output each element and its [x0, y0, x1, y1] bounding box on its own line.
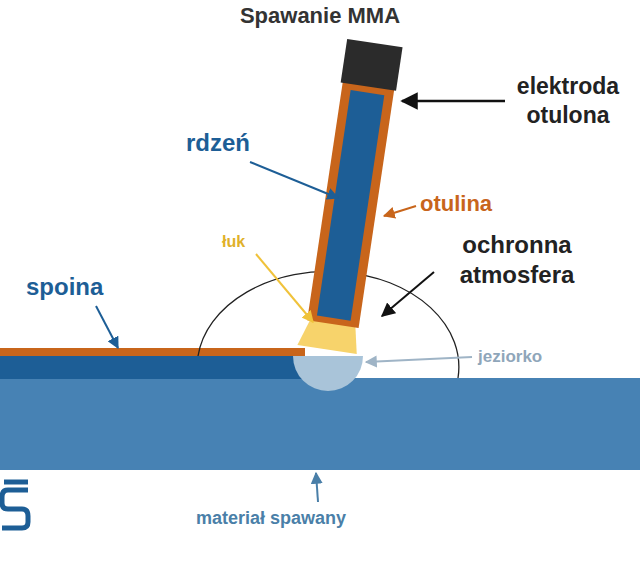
- part-label: ochronna atmosfera: [432, 230, 602, 290]
- part-label: materiał spawany: [196, 507, 436, 530]
- leader-line: [96, 306, 118, 348]
- base-material: [0, 378, 640, 470]
- leader-line: [316, 473, 318, 502]
- leader-line: [250, 162, 338, 198]
- core: [317, 90, 384, 321]
- weld-pool: [293, 356, 363, 391]
- weld-bead: [0, 355, 305, 379]
- electrode-holder-end: [341, 39, 403, 91]
- part-label: rdzeń: [186, 128, 306, 158]
- logo-icon: [2, 482, 28, 528]
- part-label: otulina: [420, 190, 560, 218]
- slag-layer: [0, 348, 305, 356]
- leader-line: [382, 272, 434, 316]
- leader-line: [366, 357, 472, 362]
- part-label: łuk: [222, 232, 302, 252]
- part-label: elektroda otulona: [500, 72, 636, 130]
- part-label: jeziorko: [478, 346, 598, 367]
- coating: [307, 67, 396, 328]
- part-label: spoina: [26, 272, 146, 302]
- diagram-title: Spawanie MMA: [0, 2, 640, 30]
- electrode: [297, 38, 402, 353]
- leader-line: [402, 100, 505, 103]
- leader-line: [256, 254, 313, 322]
- leader-line: [384, 206, 416, 216]
